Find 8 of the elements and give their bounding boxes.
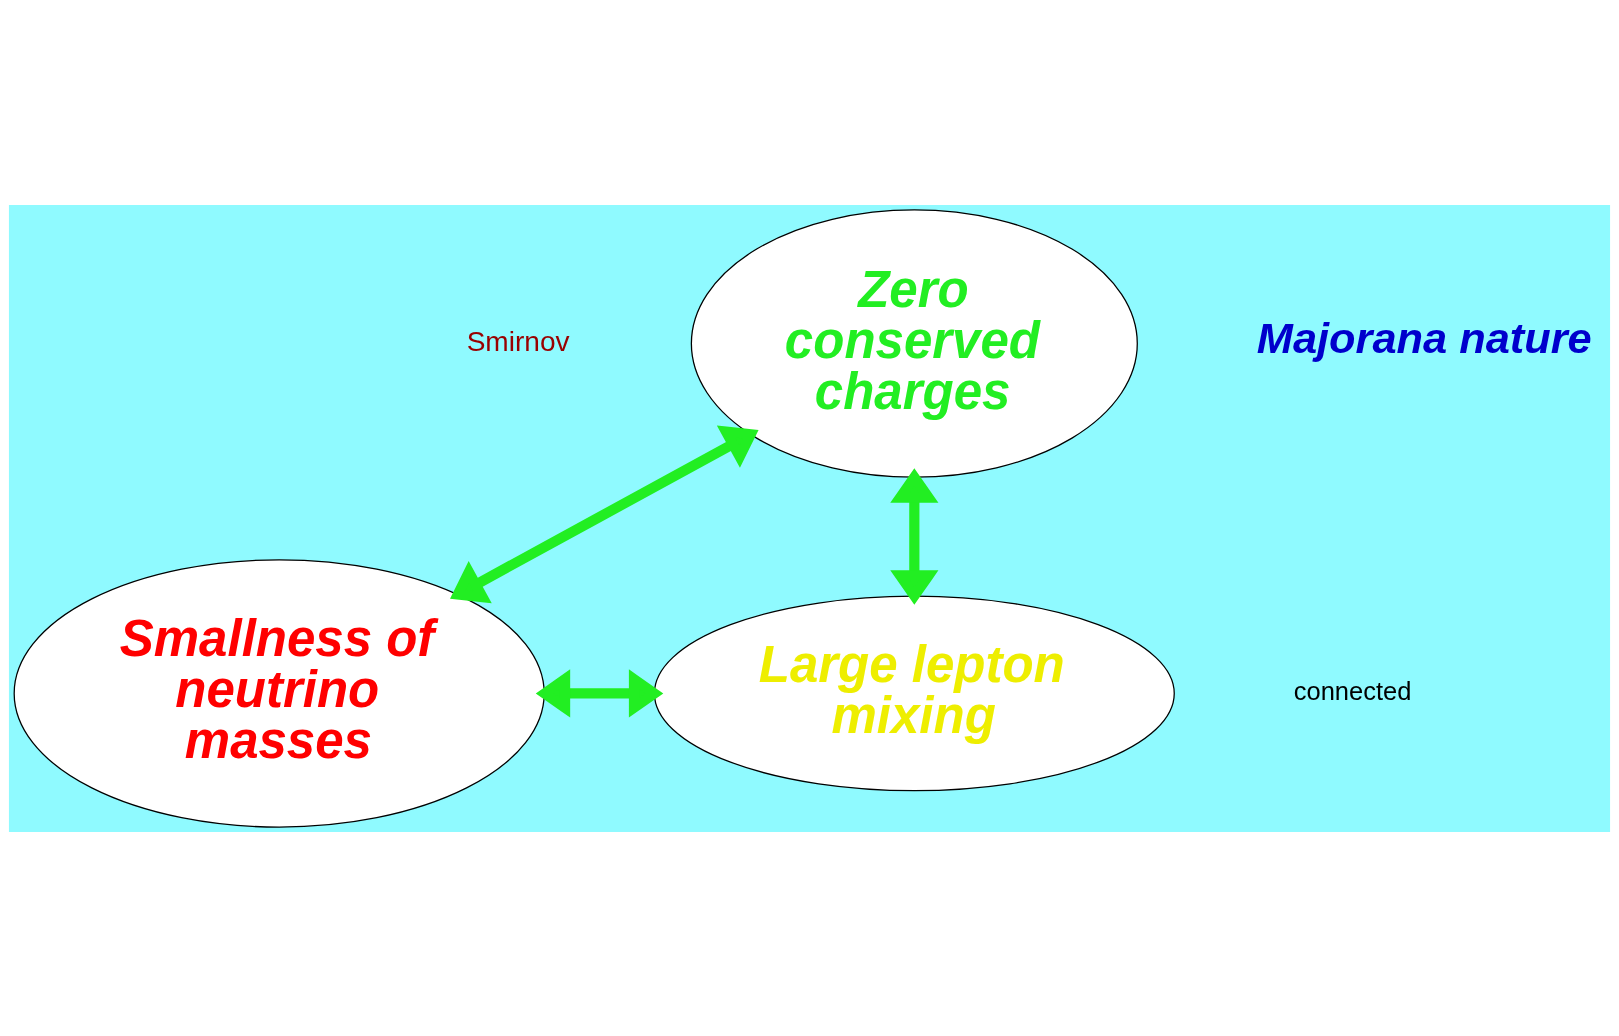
label: Majorana nature — [1256, 313, 1592, 362]
label: connected — [1293, 676, 1412, 705]
arrow — [890, 467, 939, 605]
arrow — [535, 668, 664, 717]
label: Smirnov — [466, 325, 570, 357]
node-ellipse: Zero conserved charges — [690, 208, 1138, 478]
arrow — [450, 424, 759, 603]
node-ellipse: Large lepton mixing — [653, 595, 1175, 791]
